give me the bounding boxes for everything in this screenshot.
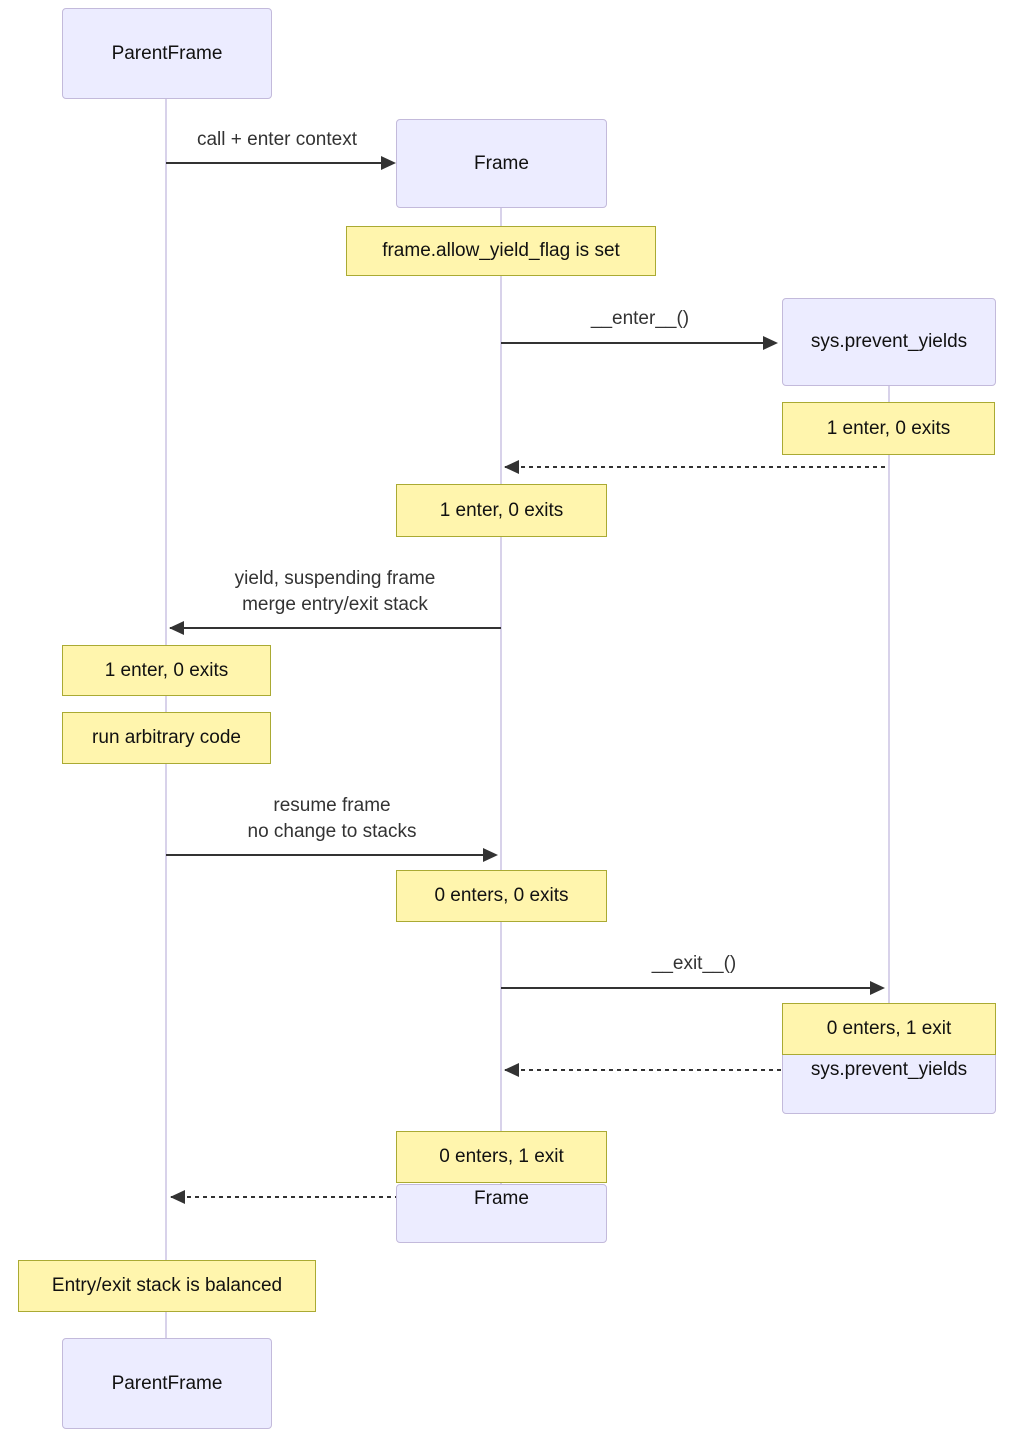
note-run-arbitrary-code: run arbitrary code <box>62 712 271 764</box>
message-label-call-enter-context: call + enter context <box>196 129 358 150</box>
participant-label: Frame <box>474 1188 529 1209</box>
note-sys-exit-count: 0 enters, 1 exit <box>782 1003 996 1055</box>
lifeline-sys-prevent-yields <box>888 386 890 1048</box>
arrowhead-left-icon <box>169 621 184 635</box>
participant-box-frame-start: Frame <box>396 119 607 208</box>
participant-label: sys.prevent_yields <box>810 1059 968 1080</box>
note-frame-resume-count: 0 enters, 0 exits <box>396 870 607 922</box>
note-allow-yield-flag: frame.allow_yield_flag is set <box>346 226 656 276</box>
participant-box-sys-prevent-yields-end: sys.prevent_yields <box>782 1048 996 1114</box>
arrowhead-left-icon <box>504 1063 519 1077</box>
note-text: 1 enter, 0 exits <box>826 417 951 439</box>
note-stack-balanced: Entry/exit stack is balanced <box>18 1260 316 1312</box>
message-label-exit: __exit__() <box>651 953 737 974</box>
message-label-yield: yield, suspending frame merge entry/exit… <box>235 566 436 618</box>
message-line-exit <box>501 987 871 989</box>
participant-box-sys-prevent-yields-start: sys.prevent_yields <box>782 298 996 386</box>
arrowhead-right-icon <box>381 156 396 170</box>
participant-box-frame-end: Frame <box>396 1184 607 1243</box>
note-text: run arbitrary code <box>92 727 241 748</box>
participant-label: ParentFrame <box>111 1372 223 1394</box>
message-label-line: merge entry/exit stack <box>242 594 428 615</box>
note-frame-exit-count: 0 enters, 1 exit <box>396 1131 607 1183</box>
note-text: Entry/exit stack is balanced <box>51 1275 283 1296</box>
message-line-yield <box>170 627 501 629</box>
arrowhead-right-icon <box>870 981 885 995</box>
arrowhead-right-icon <box>763 336 778 350</box>
note-sys-enter-count: 1 enter, 0 exits <box>782 402 995 455</box>
message-label-resume: resume frame no change to stacks <box>248 793 417 845</box>
message-line-call <box>166 162 382 164</box>
note-text: 0 enters, 1 exit <box>439 1146 564 1167</box>
note-text: 1 enter, 0 exits <box>104 659 229 681</box>
message-line-exit-return <box>505 1069 888 1071</box>
note-text: 0 enters, 1 exit <box>826 1018 952 1039</box>
note-text: 0 enters, 0 exits <box>434 885 569 906</box>
arrowhead-left-icon <box>504 460 519 474</box>
note-text: frame.allow_yield_flag is set <box>382 240 620 261</box>
arrowhead-right-icon <box>483 848 498 862</box>
note-frame-enter-count: 1 enter, 0 exits <box>396 484 607 537</box>
participant-label: ParentFrame <box>111 42 223 64</box>
participant-box-parentframe-start: ParentFrame <box>62 8 272 99</box>
note-parent-enter-count: 1 enter, 0 exits <box>62 645 271 696</box>
message-line-resume <box>166 854 484 856</box>
participant-label: Frame <box>474 152 529 174</box>
message-label-line: yield, suspending frame <box>234 568 436 589</box>
message-label-line: resume frame <box>273 795 391 816</box>
arrowhead-left-icon <box>170 1190 185 1204</box>
note-text: 1 enter, 0 exits <box>439 499 564 521</box>
lifeline-frame <box>500 208 502 1185</box>
message-line-enter <box>501 342 764 344</box>
participant-box-parentframe-end: ParentFrame <box>62 1338 272 1429</box>
participant-label: sys.prevent_yields <box>810 331 968 352</box>
message-line-frame-return <box>171 1196 501 1198</box>
message-label-line: no change to stacks <box>247 821 417 842</box>
message-label-enter: __enter__() <box>590 308 690 329</box>
message-line-enter-return <box>505 466 888 468</box>
